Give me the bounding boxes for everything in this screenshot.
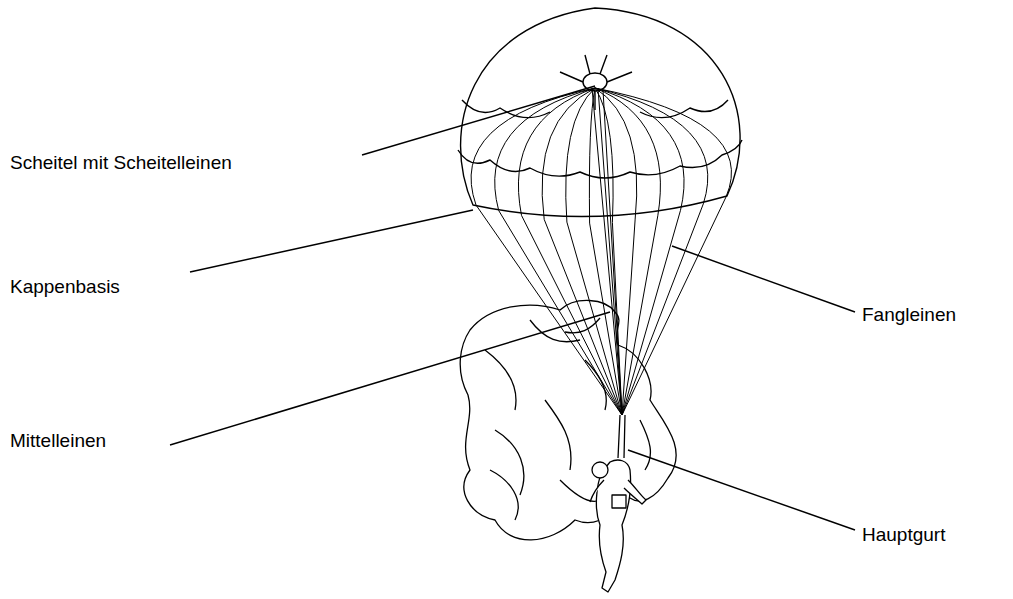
gore-seam bbox=[595, 88, 637, 220]
centre-line bbox=[603, 90, 622, 415]
parachutist bbox=[590, 415, 646, 592]
jumper-head bbox=[592, 462, 608, 478]
gore-seam bbox=[595, 88, 660, 216]
gore-seam bbox=[566, 88, 595, 222]
gore-seam bbox=[595, 88, 708, 204]
centre-line bbox=[598, 88, 622, 415]
leader-line bbox=[628, 450, 855, 530]
suspension-line bbox=[590, 223, 622, 415]
gore-seam bbox=[542, 88, 595, 219]
riser bbox=[618, 415, 625, 458]
suspension-line bbox=[622, 216, 658, 415]
fabric-fold bbox=[485, 318, 650, 520]
gore-seam bbox=[595, 88, 731, 197]
gore-seam bbox=[495, 88, 595, 211]
leader-line bbox=[672, 246, 855, 312]
gore-seam bbox=[471, 88, 595, 205]
suspension-line bbox=[622, 197, 726, 415]
suspension-line bbox=[567, 222, 622, 415]
part-label: Scheitel mit Scheitelleinen bbox=[10, 152, 232, 174]
collapsed-fabric bbox=[460, 300, 676, 539]
gore-seam bbox=[518, 88, 595, 215]
reserve-pack bbox=[612, 495, 626, 508]
part-label: Fangleinen bbox=[862, 304, 956, 326]
suspension-line bbox=[476, 205, 622, 415]
jumper-body bbox=[596, 460, 630, 592]
leader-line bbox=[362, 86, 595, 155]
leader-line bbox=[190, 210, 473, 272]
leader-line bbox=[170, 312, 610, 445]
collapsed-canopy bbox=[460, 300, 676, 539]
canopy-outline bbox=[461, 8, 741, 217]
suspension-line bbox=[544, 219, 622, 415]
suspension-line bbox=[499, 211, 622, 416]
part-label: Mittelleinen bbox=[10, 430, 106, 452]
part-label: Kappenbasis bbox=[10, 276, 120, 298]
part-label: Hauptgurt bbox=[862, 524, 945, 546]
centre-line bbox=[592, 88, 622, 415]
leader-lines bbox=[170, 86, 855, 530]
suspension-line bbox=[622, 210, 681, 415]
gore-seam bbox=[595, 88, 684, 210]
suspension-line bbox=[622, 204, 703, 415]
